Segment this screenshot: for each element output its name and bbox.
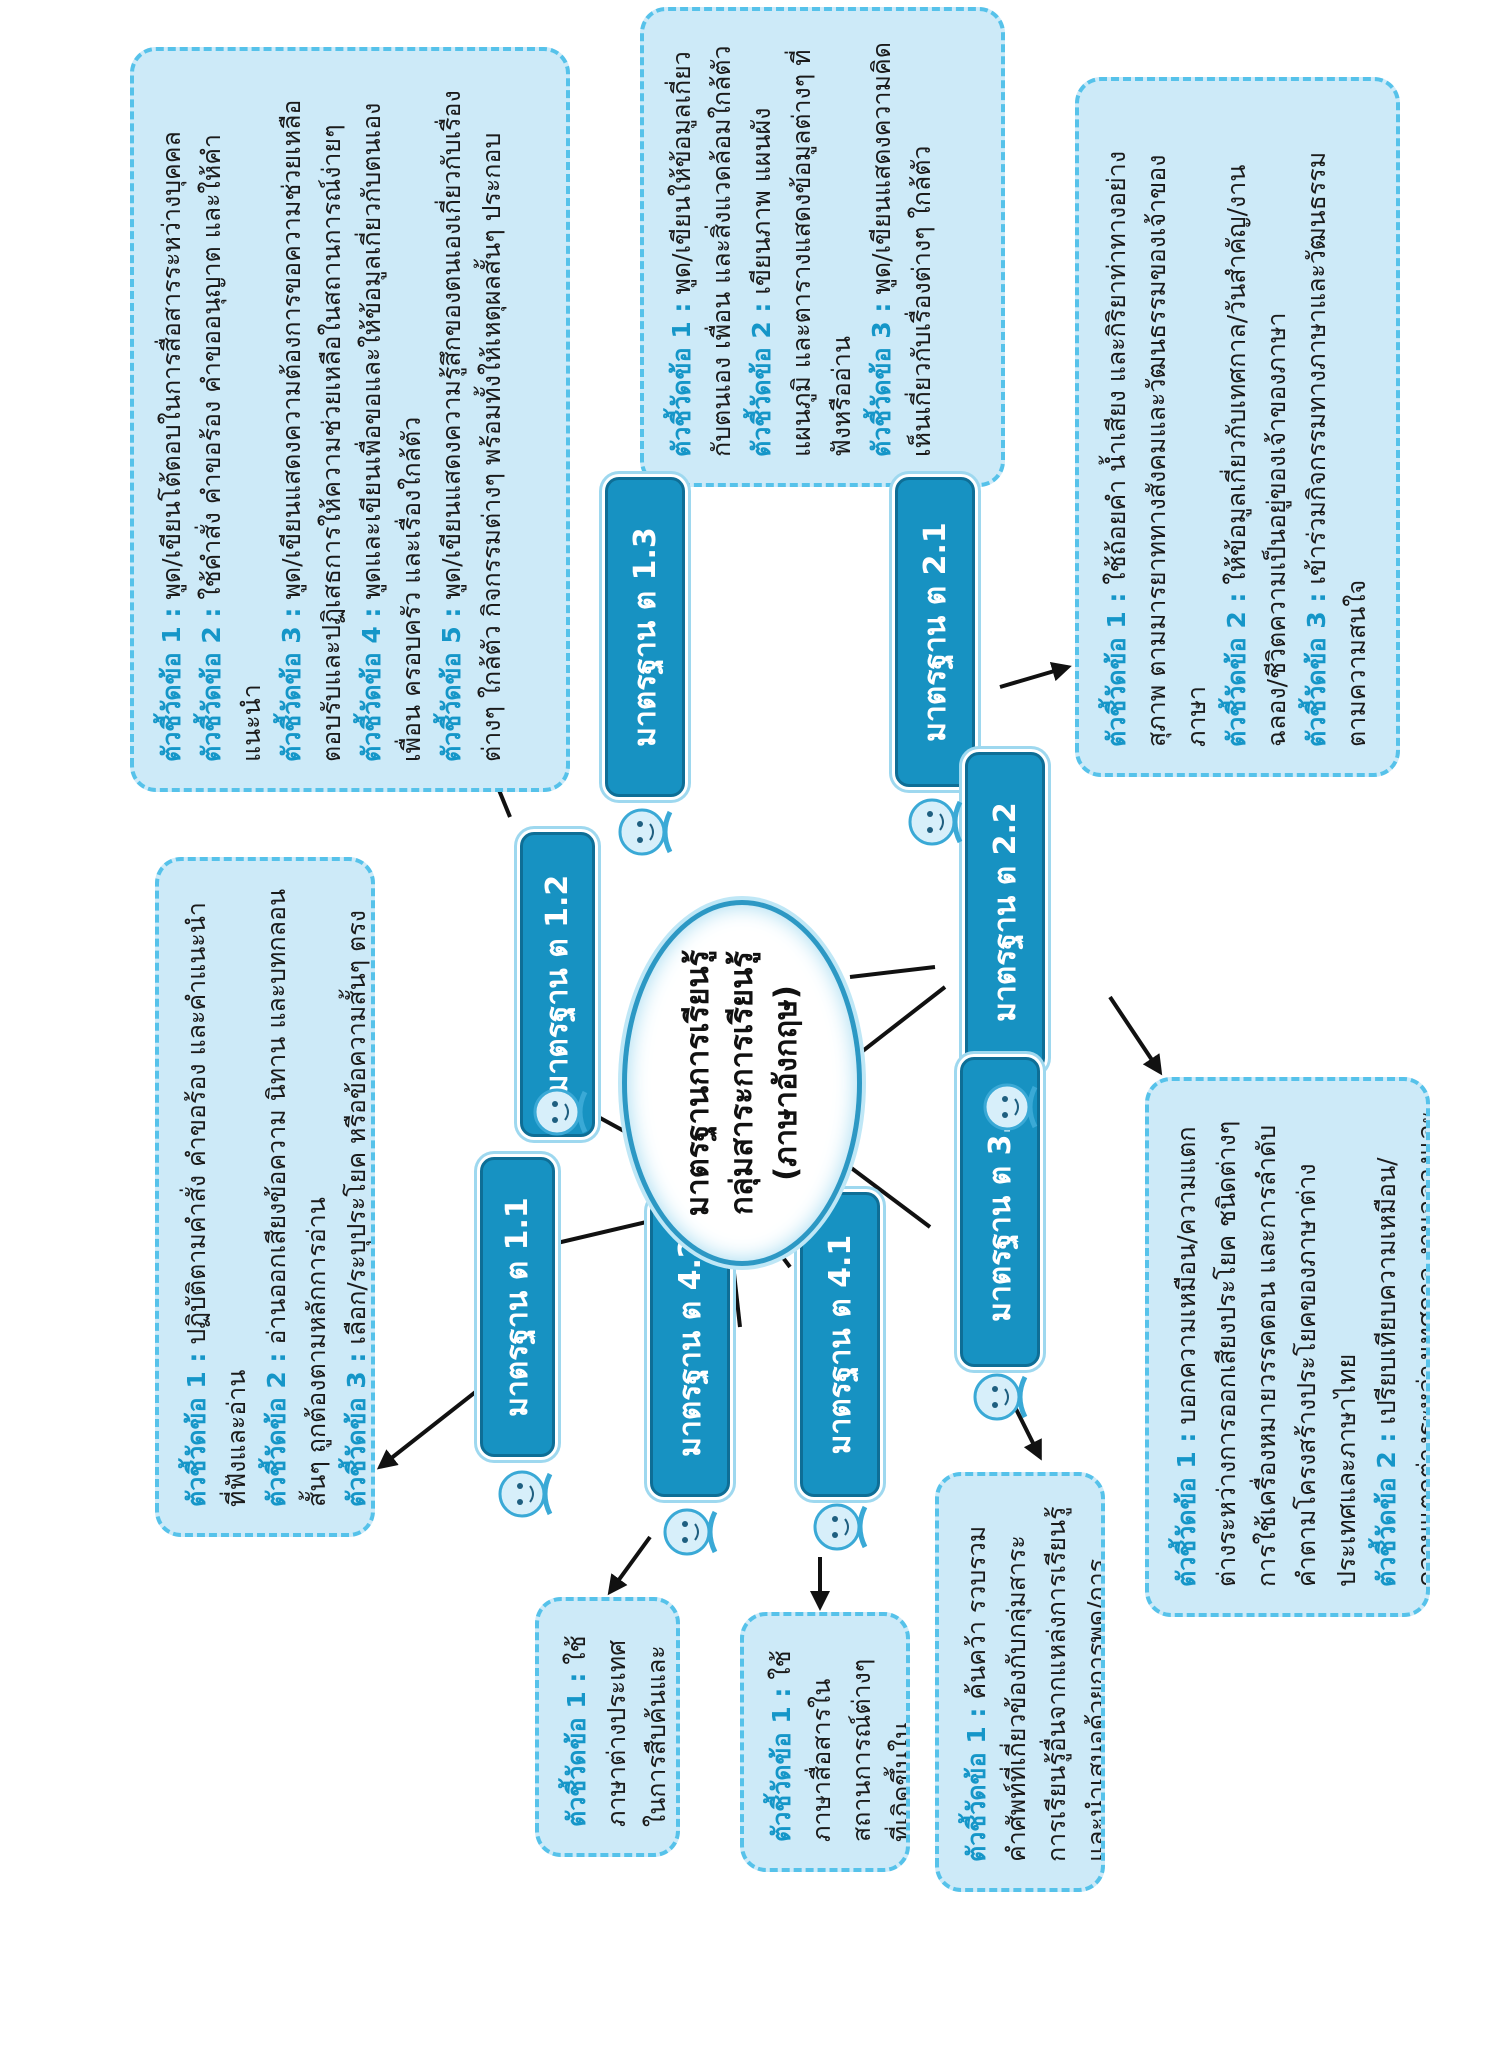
indicator-label: ตัวชี้วัดข้อ 3 : xyxy=(342,1352,371,1507)
indicator-label: ตัวชี้วัดข้อ 3 : xyxy=(1302,592,1331,747)
child-mascot-icon xyxy=(533,1088,588,1136)
indicator-item: ตัวชี้วัดข้อ 2 : เขียนภาพ แผนผัง แผนภูมิ… xyxy=(742,37,862,457)
indicator-label: ตัวชี้วัดข้อ 2 : xyxy=(1222,592,1251,747)
child-mascot-icon xyxy=(973,1373,1028,1421)
standard-pill-4-1: มาตรฐาน ต 4.1 xyxy=(800,1192,880,1497)
spoke-2-2 xyxy=(853,985,947,1059)
central-topic-line-2: กลุ่มสาระการเรียนรู้ xyxy=(724,951,760,1215)
indicator-label: ตัวชี้วัดข้อ 3 : xyxy=(277,607,306,762)
indicator-label: ตัวชี้วัดข้อ 4 : xyxy=(357,607,386,762)
indicator-label: ตัวชี้วัดข้อ 1 : xyxy=(962,1707,991,1862)
indicator-item: ตัวชี้วัดข้อ 1 : ค้นคว้า รวบรวมคำศัพท์ที… xyxy=(957,1502,1105,1862)
indicator-label: ตัวชี้วัดข้อ 2 : xyxy=(1372,1432,1401,1587)
indicator-item: ตัวชี้วัดข้อ 2 : อ่านออกเสียงข้อความ นิท… xyxy=(257,887,337,1507)
indicator-box-1-3: ตัวชี้วัดข้อ 1 : พูด/เขียนให้ข้อมูลเกี่ย… xyxy=(640,7,1005,487)
standard-pill-1-3: มาตรฐาน ต 1.3 xyxy=(605,477,685,797)
central-topic: มาตรฐานการเรียนรู้ กลุ่มสาระการเรียนรู้ … xyxy=(622,900,862,1266)
indicator-label: ตัวชี้วัดข้อ 1 : xyxy=(562,1672,591,1827)
central-topic-line-3: (ภาษาอังกฤษ) xyxy=(768,985,804,1181)
indicator-item: ตัวชี้วัดข้อ 5 : พูด/เขียนแสดงความรู้สึก… xyxy=(432,77,512,762)
indicator-item: ตัวชี้วัดข้อ 1 : พูด/เขียนให้ข้อมูลเกี่ย… xyxy=(662,37,742,457)
indicator-label: ตัวชี้วัดข้อ 2 : xyxy=(747,302,776,457)
indicator-item: ตัวชี้วัดข้อ 1 : ใช้ภาษาต่างประเทศในการส… xyxy=(557,1627,680,1827)
indicator-label: ตัวชี้วัดข้อ 1 : xyxy=(767,1687,796,1842)
indicator-label: ตัวชี้วัดข้อ 1 : xyxy=(1102,592,1131,747)
indicator-item: ตัวชี้วัดข้อ 2 : ให้ข้อมูลเกี่ยวกับเทศกา… xyxy=(1217,107,1297,747)
child-mascot-icon xyxy=(663,1508,718,1556)
indicator-item: ตัวชี้วัดข้อ 1 : ปฏิบัติตามคำสั่ง คำขอร้… xyxy=(177,887,257,1507)
indicator-text: พูด/เขียนโต้ตอบในการสื่อสารระหว่างบุคคล xyxy=(157,131,186,600)
indicator-item: ตัวชี้วัดข้อ 1 : ใช้ถ้อยคำ น้ำเสียง และก… xyxy=(1097,107,1217,747)
central-topic-line-1: มาตรฐานการเรียนรู้ xyxy=(680,949,716,1217)
indicator-box-4-1: ตัวชี้วัดข้อ 1 : ใช้ภาษาสื่อสารในสถานการ… xyxy=(740,1612,910,1872)
arrow-4-2 xyxy=(607,1535,652,1596)
indicator-label: ตัวชี้วัดข้อ 2 : xyxy=(197,607,226,762)
child-mascot-icon xyxy=(983,1083,1038,1131)
indicator-label: ตัวชี้วัดข้อ 1 : xyxy=(157,607,186,762)
arrow-2-1 xyxy=(999,661,1072,689)
standard-pill-2-2: มาตรฐาน ต 2.2 xyxy=(965,752,1045,1072)
child-mascot-icon xyxy=(813,1503,868,1551)
indicator-box-2-1: ตัวชี้วัดข้อ 1 : ใช้ถ้อยคำ น้ำเสียง และก… xyxy=(1075,77,1400,777)
indicator-label: ตัวชี้วัดข้อ 5 : xyxy=(437,607,466,762)
indicator-item: ตัวชี้วัดข้อ 2 : ใช้คำสั่ง คำขอร้อง คำขอ… xyxy=(192,77,272,762)
indicator-box-1-2: ตัวชี้วัดข้อ 1 : พูด/เขียนโต้ตอบในการสื่… xyxy=(130,47,570,792)
indicator-label: ตัวชี้วัดข้อ 2 : xyxy=(262,1352,291,1507)
arrow-2-2 xyxy=(1108,995,1163,1076)
indicator-item: ตัวชี้วัดข้อ 1 : บอกความเหมือน/ความแตกต่… xyxy=(1167,1107,1367,1587)
child-mascot-icon xyxy=(618,808,673,856)
indicator-item: ตัวชี้วัดข้อ 1 : พูด/เขียนโต้ตอบในการสื่… xyxy=(152,77,192,762)
indicator-item: ตัวชี้วัดข้อ 2 : เปรียบเทียบความเหมือน/ค… xyxy=(1367,1107,1430,1587)
spoke-3-1 xyxy=(848,1165,932,1229)
indicator-item: ตัวชี้วัดข้อ 4 : พูดและเขียนเพื่อขอและให… xyxy=(352,77,432,762)
child-mascot-icon xyxy=(908,798,963,846)
standard-pill-2-1: มาตรฐาน ต 2.1 xyxy=(895,477,975,787)
indicator-box-4-2: ตัวชี้วัดข้อ 1 : ใช้ภาษาต่างประเทศในการส… xyxy=(535,1597,680,1857)
indicator-box-2-2: ตัวชี้วัดข้อ 1 : บอกความเหมือน/ความแตกต่… xyxy=(1145,1077,1430,1617)
indicator-label: ตัวชี้วัดข้อ 1 : xyxy=(1172,1432,1201,1587)
child-mascot-icon xyxy=(498,1470,553,1518)
indicator-item: ตัวชี้วัดข้อ 1 : ใช้ภาษาสื่อสารในสถานการ… xyxy=(762,1642,910,1842)
indicator-box-1-1: ตัวชี้วัดข้อ 1 : ปฏิบัติตามคำสั่ง คำขอร้… xyxy=(155,857,375,1537)
indicator-label: ตัวชี้วัดข้อ 3 : xyxy=(867,302,896,457)
indicator-item: ตัวชี้วัดข้อ 3 : พูด/เขียนแสดงความคิดเห็… xyxy=(862,37,942,457)
indicator-item: ตัวชี้วัดข้อ 3 : เลือก/ระบุประโยค หรือข้… xyxy=(337,887,375,1507)
indicator-label: ตัวชี้วัดข้อ 1 : xyxy=(667,302,696,457)
indicator-item: ตัวชี้วัดข้อ 3 : เข้าร่วมกิจกรรมทางภาษาแ… xyxy=(1297,107,1377,747)
indicator-label: ตัวชี้วัดข้อ 1 : xyxy=(182,1352,211,1507)
spoke-2-1 xyxy=(849,965,936,979)
indicator-box-3-1: ตัวชี้วัดข้อ 1 : ค้นคว้า รวบรวมคำศัพท์ที… xyxy=(935,1472,1105,1892)
indicator-item: ตัวชี้วัดข้อ 3 : พูด/เขียนแสดงความต้องกา… xyxy=(272,77,352,762)
standard-pill-1-1: มาตรฐาน ต 1.1 xyxy=(480,1157,555,1457)
